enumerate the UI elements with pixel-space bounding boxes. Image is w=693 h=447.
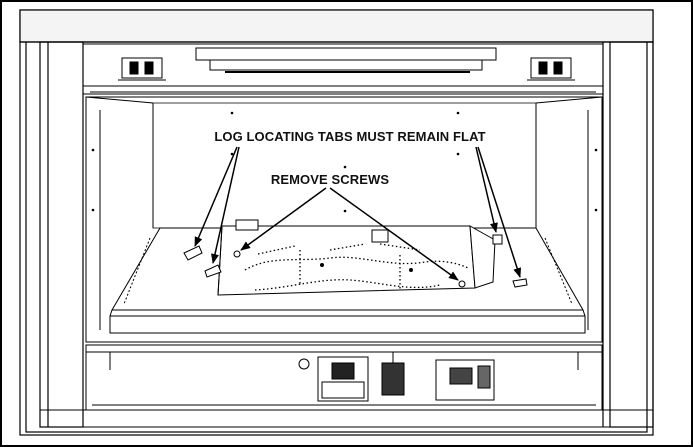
tab-right-lower [512,278,528,288]
arrow-tabs-to-right-lower [477,146,522,278]
arrow-tabs-to-right-upper [475,146,498,233]
tab-right-upper [492,234,503,245]
screw-left [233,250,241,258]
arrow-tabs-to-left-upper [194,146,238,247]
arrow-screws-to-left [240,187,327,251]
control-compartment [39,344,654,428]
arrow-tabs-to-left-lower [211,146,240,264]
leader-arrows [194,146,522,281]
log-tabs-callout: LOG LOCATING TABS MUST REMAIN FLAT [214,129,485,144]
burner-grate [217,219,496,296]
wall-fastener-dots [91,111,598,213]
firebox [85,96,603,343]
ignition-module [381,352,405,396]
screws [233,250,466,288]
remove-screws-callout: REMOVE SCREWS [271,172,390,187]
screw-right [458,280,466,288]
burner-pilot-holes [320,263,413,272]
gas-valve [298,356,369,402]
burner-ports [244,243,469,291]
arrow-screws-to-right [329,187,459,281]
log-locating-tabs [183,234,528,288]
tab-left-lower [204,264,222,278]
left-hinge [118,57,166,81]
upper-trim [82,43,604,95]
right-hinge [527,57,575,81]
tab-left-upper [183,245,203,261]
control-board [435,359,495,401]
